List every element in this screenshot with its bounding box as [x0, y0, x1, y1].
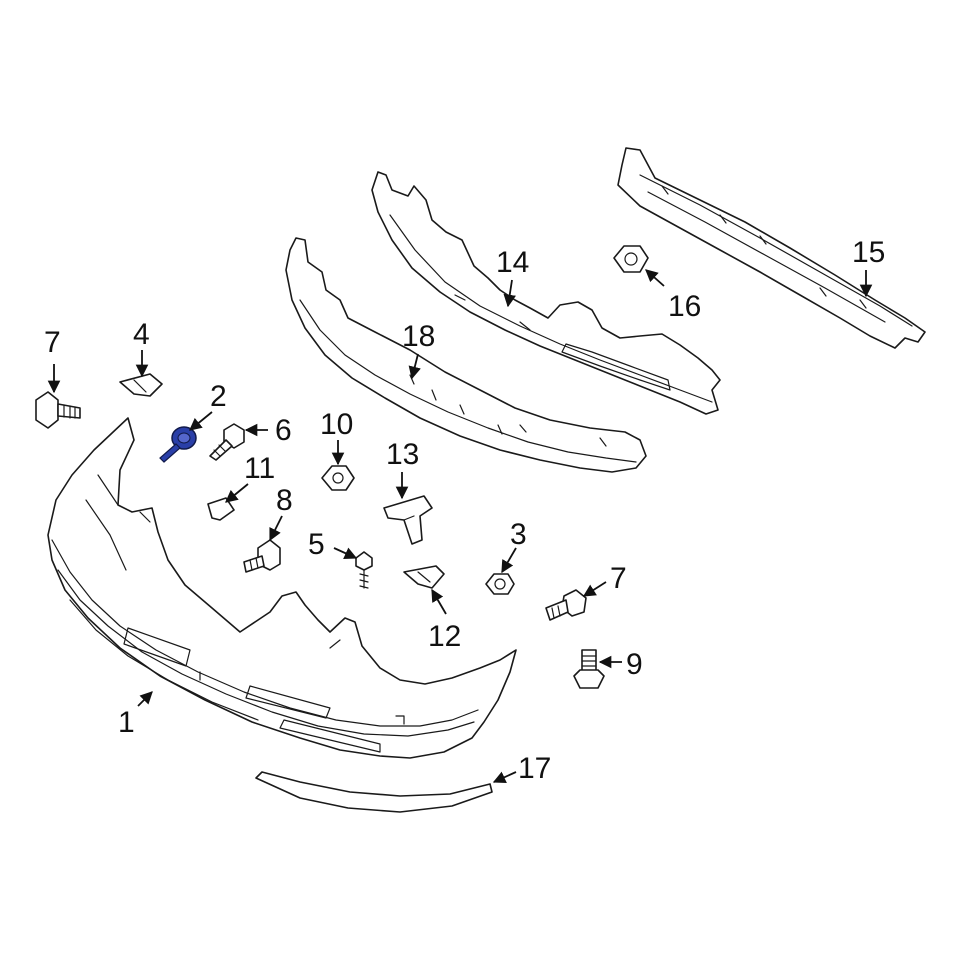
part-8-bolt[interactable] — [243, 539, 281, 573]
callout-12: 12 — [428, 620, 461, 653]
callout-10: 10 — [320, 408, 353, 441]
callout-7-left: 7 — [44, 326, 61, 359]
callout-6: 6 — [275, 414, 292, 447]
part-11-clip[interactable] — [207, 497, 235, 521]
callout-13: 13 — [386, 438, 419, 471]
leader-8 — [269, 515, 283, 542]
part-15-reinforcement-bar[interactable] — [617, 147, 926, 349]
leader-18 — [408, 353, 421, 380]
leader-1 — [137, 691, 153, 707]
part-3-nut[interactable] — [485, 573, 515, 595]
leader-5 — [333, 547, 358, 560]
part-2-bolt-highlighted[interactable] — [159, 426, 197, 463]
leader-2 — [189, 411, 213, 431]
callout-7-right: 7 — [610, 562, 627, 595]
part-13-bracket[interactable] — [383, 495, 433, 545]
part-5-screw[interactable] — [355, 551, 373, 589]
part-12-clip[interactable] — [403, 565, 445, 589]
leader-7-right — [582, 581, 607, 597]
callout-11: 11 — [244, 452, 275, 485]
part-10-nut[interactable] — [321, 465, 355, 491]
callout-16: 16 — [668, 290, 701, 323]
callout-18: 18 — [402, 320, 435, 353]
part-1-bumper-cover[interactable] — [47, 417, 517, 759]
callout-17: 17 — [518, 752, 551, 785]
part-6-bolt[interactable] — [209, 423, 245, 461]
part-7-bolt-left[interactable] — [35, 391, 81, 429]
callout-9: 9 — [626, 648, 643, 681]
part-16-nut[interactable] — [613, 245, 649, 273]
part-4-clip[interactable] — [119, 373, 163, 397]
callout-labels: 7 4 2 6 10 11 8 13 5 12 3 7 9 1 17 14 15… — [44, 236, 885, 785]
leader-lines — [47, 269, 873, 784]
part-18-absorber[interactable] — [285, 237, 647, 473]
leader-12 — [431, 588, 447, 615]
part-7-bolt-right[interactable] — [545, 589, 587, 621]
callout-3: 3 — [510, 518, 527, 551]
part-14-energy-absorber[interactable] — [371, 171, 721, 415]
leader-3 — [501, 547, 517, 574]
callout-14: 14 — [496, 246, 529, 279]
callout-15: 15 — [852, 236, 885, 269]
callout-2: 2 — [210, 380, 227, 413]
leader-17 — [492, 771, 517, 784]
callout-4: 4 — [133, 318, 150, 351]
callout-5: 5 — [308, 528, 325, 561]
part-9-bolt[interactable] — [573, 649, 605, 689]
leader-14 — [503, 279, 516, 308]
callout-1: 1 — [118, 706, 135, 739]
leader-11 — [225, 483, 249, 503]
leader-16 — [645, 269, 665, 287]
callout-8: 8 — [276, 484, 293, 517]
part-17-molding[interactable] — [255, 771, 493, 813]
